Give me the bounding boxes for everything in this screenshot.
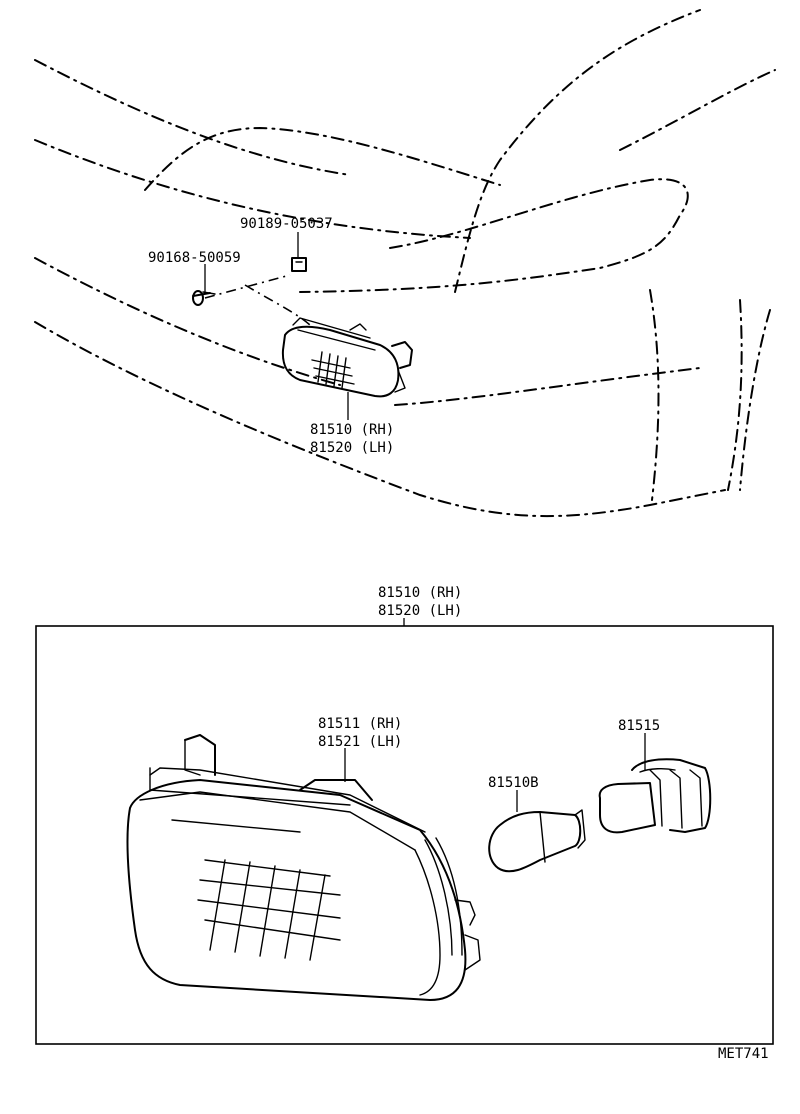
exploded-view-frame xyxy=(35,625,774,1045)
screw-90168 xyxy=(192,290,216,306)
label-90189: 90189-05037 xyxy=(240,216,333,232)
label-lens-lh: 81521 (LH) xyxy=(318,734,402,750)
label-socket: 81515 xyxy=(618,718,660,734)
small-lens-grid xyxy=(311,351,355,389)
large-lens-grid xyxy=(197,859,341,961)
label-lamp-lh: 81520 (LH) xyxy=(310,440,394,456)
label-box-lh: 81520 (LH) xyxy=(378,603,462,619)
diagram-code: MET741 xyxy=(718,1046,769,1062)
label-bulb: 81510B xyxy=(488,775,539,791)
label-lamp-rh: 81510 (RH) xyxy=(310,422,394,438)
side-lamp-assembled xyxy=(281,317,413,398)
label-box-rh: 81510 (RH) xyxy=(378,585,462,601)
label-lens-rh: 81511 (RH) xyxy=(318,716,402,732)
clip-90189 xyxy=(291,257,307,272)
label-90168: 90168-50059 xyxy=(148,250,241,266)
lens-housing-large xyxy=(126,734,481,1001)
bulb-81510b xyxy=(488,809,586,873)
car-body-outline xyxy=(34,9,776,518)
socket-81515 xyxy=(598,758,712,834)
